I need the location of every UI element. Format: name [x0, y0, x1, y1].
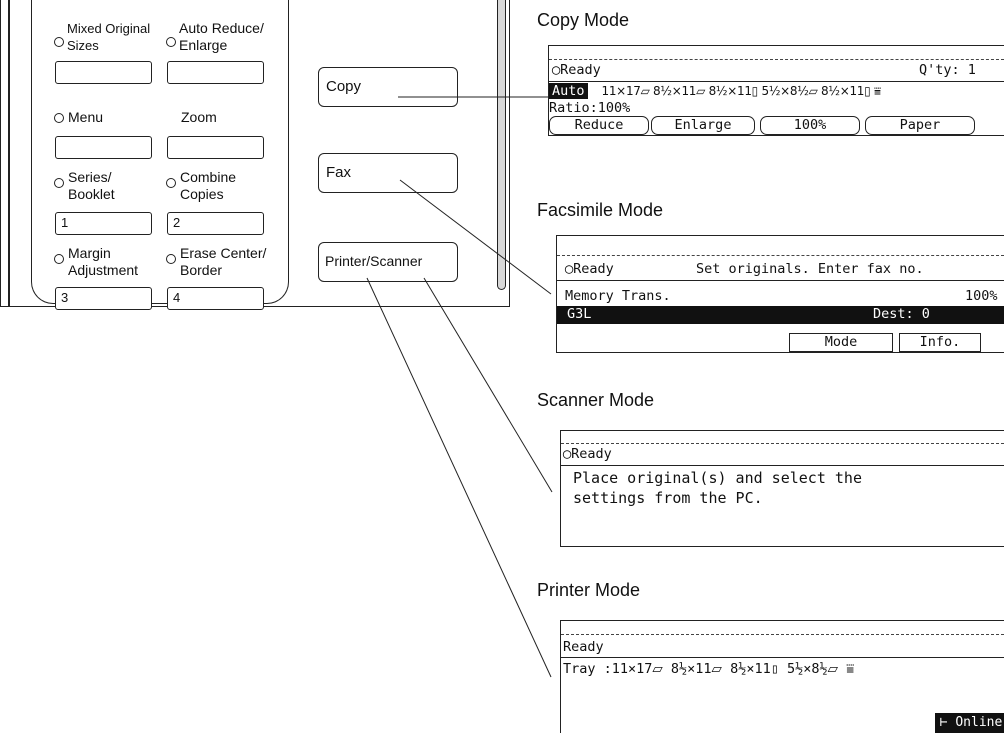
lcd-dotted-line [557, 255, 1004, 256]
copy-quantity: Q'ty: 1 [919, 62, 976, 78]
ready-indicator-icon: ◯ [565, 261, 574, 277]
copy-status: ◯Ready [552, 62, 601, 78]
led-mixed-original-sizes [54, 37, 64, 47]
led-combine-copies [166, 178, 176, 188]
copy-mode-button[interactable]: Copy [318, 67, 458, 107]
label-combine-copies: Combine Copies [180, 169, 237, 202]
paper-button[interactable]: Paper [865, 116, 975, 135]
fax-soft-keys: Mode Info. [557, 332, 1004, 352]
combine-copies-key[interactable]: 2 [167, 212, 264, 235]
lcd-divider [549, 81, 1004, 82]
scanner-mode-display: ◯Ready Place original(s) and select the … [560, 430, 1004, 547]
enlarge-button[interactable]: Enlarge [651, 116, 755, 135]
menu-key[interactable] [55, 136, 152, 159]
copy-ratio: Ratio:100% [549, 100, 631, 116]
online-button[interactable]: ⊢ Online [935, 713, 1004, 733]
fax-mode-button[interactable]: Fax [318, 153, 458, 193]
facsimile-mode-title: Facsimile Mode [537, 200, 664, 220]
printer-tray-row: Tray :11×17⏥ 8½×11⏥ 8½×11▯ 5½×8½⏥ ⩸ [563, 661, 855, 677]
auto-paper-select[interactable]: Auto [549, 83, 588, 99]
led-series-booklet [54, 178, 64, 188]
margin-adjustment-key[interactable]: 3 [55, 287, 152, 310]
label-auto-reduce-enlarge: Auto Reduce/ Enlarge [179, 20, 264, 53]
printer-mode-title: Printer Mode [537, 580, 641, 600]
fax-status: ◯Ready [565, 261, 614, 277]
printer-status: Ready [563, 639, 604, 655]
led-erase-center-border [166, 254, 176, 264]
printer-scanner-mode-button[interactable]: Printer/Scanner [318, 242, 458, 282]
panel-left-edge [8, 0, 10, 306]
copy-soft-keys: Reduce Enlarge 100% Paper [549, 116, 1004, 135]
paper-sizes[interactable]: 11×17⏥ 8½×11⏥ 8½×11▯ 5½×8½⏥ 8½×11▯ ⩸ [601, 84, 882, 98]
destination-count: Dest: 0 [873, 306, 930, 322]
printer-leader-line [366, 277, 552, 678]
auto-reduce-enlarge-key[interactable] [167, 61, 264, 84]
label-menu: Menu [68, 109, 104, 125]
zoom-key[interactable] [167, 136, 264, 159]
lcd-divider [561, 465, 1004, 466]
mixed-original-sizes-key[interactable] [55, 61, 152, 84]
copy-mode-display: ◯Ready Q'ty: 1 Auto 11×17⏥ 8½×11⏥ 8½×11▯ … [548, 45, 1004, 136]
printer-mode-display: Ready Tray :11×17⏥ 8½×11⏥ 8½×11▯ 5½×8½⏥ … [560, 620, 1004, 733]
full-size-button[interactable]: 100% [760, 116, 860, 135]
lcd-divider [561, 657, 1004, 658]
info-button[interactable]: Info. [899, 333, 981, 352]
lcd-dotted-line [549, 59, 1004, 60]
paper-size-row: Auto 11×17⏥ 8½×11⏥ 8½×11▯ 5½×8½⏥ 8½×11▯ ⩸ [549, 83, 1004, 99]
memory-transmission: Memory Trans. [565, 288, 671, 304]
ready-indicator-icon: ◯ [563, 446, 572, 462]
lcd-divider [557, 280, 1004, 281]
fax-leader-line [399, 179, 552, 295]
reduce-button[interactable]: Reduce [549, 116, 649, 135]
label-zoom: Zoom [181, 109, 217, 125]
led-auto-reduce-enlarge [166, 37, 176, 47]
memory-percent: 100% [965, 288, 998, 304]
destination-bar: G3L Dest: 0 [557, 306, 1004, 324]
copy-mode-title: Copy Mode [537, 10, 630, 30]
label-margin-adjustment: Margin Adjustment [68, 245, 139, 278]
label-mixed-original-sizes: Mixed Original Sizes [67, 21, 151, 53]
function-key-area [31, 0, 289, 304]
led-menu [54, 113, 64, 123]
lcd-dotted-line [561, 634, 1004, 635]
label-series-booklet: Series/ Booklet [68, 169, 115, 202]
panel-right-edge [497, 0, 506, 290]
series-booklet-key[interactable]: 1 [55, 212, 152, 235]
ready-indicator-icon: ◯ [552, 62, 561, 78]
label-erase-center-border: Erase Center/ Border [180, 245, 267, 278]
scanner-mode-title: Scanner Mode [537, 390, 655, 410]
mode-button[interactable]: Mode [789, 333, 893, 352]
led-margin-adjustment [54, 254, 64, 264]
scanner-message-line-1: Place original(s) and select the [573, 469, 862, 487]
g3-line-indicator: G3L [567, 306, 592, 322]
scanner-leader-line [423, 277, 553, 493]
erase-center-border-key[interactable]: 4 [167, 287, 264, 310]
fax-message: Set originals. Enter fax no. [696, 261, 924, 277]
scanner-message-line-2: settings from the PC. [573, 489, 763, 507]
scanner-status: ◯Ready [563, 446, 612, 462]
fax-mode-display: ◯Ready Set originals. Enter fax no. Memo… [556, 235, 1004, 353]
lcd-dotted-line [561, 443, 1004, 444]
